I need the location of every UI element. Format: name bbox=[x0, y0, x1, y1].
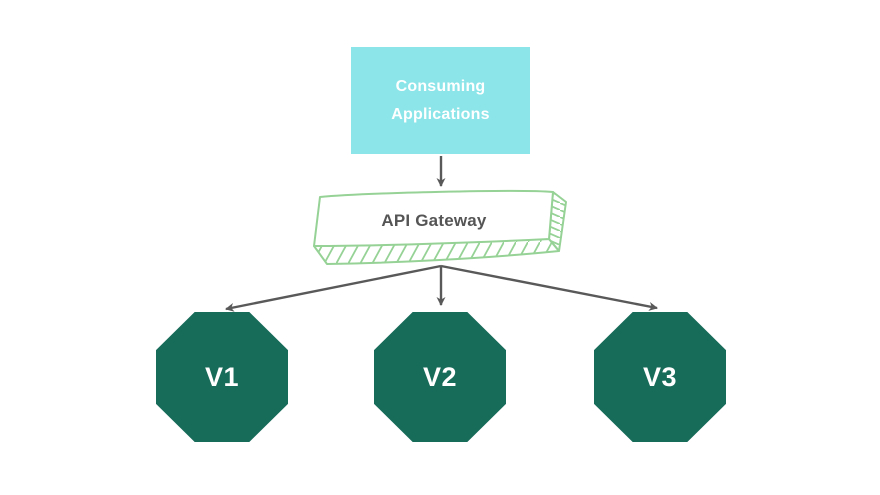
consuming-applications-node: Consuming Applications bbox=[351, 47, 530, 154]
api-gateway-label: API Gateway bbox=[381, 211, 487, 230]
version-node-v2-label: V2 bbox=[422, 361, 458, 392]
version-node-v3-label: V3 bbox=[642, 361, 678, 392]
edge-gateway-to-v3 bbox=[440, 264, 658, 311]
api-gateway-node bbox=[313, 189, 567, 265]
version-node-v1: V1 bbox=[156, 312, 288, 442]
gateway-front-face bbox=[313, 189, 554, 247]
version-node-v2: V2 bbox=[374, 312, 506, 442]
consuming-applications-label: Consuming Applications bbox=[391, 77, 490, 123]
version-node-v3: V3 bbox=[594, 312, 726, 442]
version-node-v1-label: V1 bbox=[204, 361, 240, 392]
edge-gateway-to-v1 bbox=[225, 264, 442, 312]
